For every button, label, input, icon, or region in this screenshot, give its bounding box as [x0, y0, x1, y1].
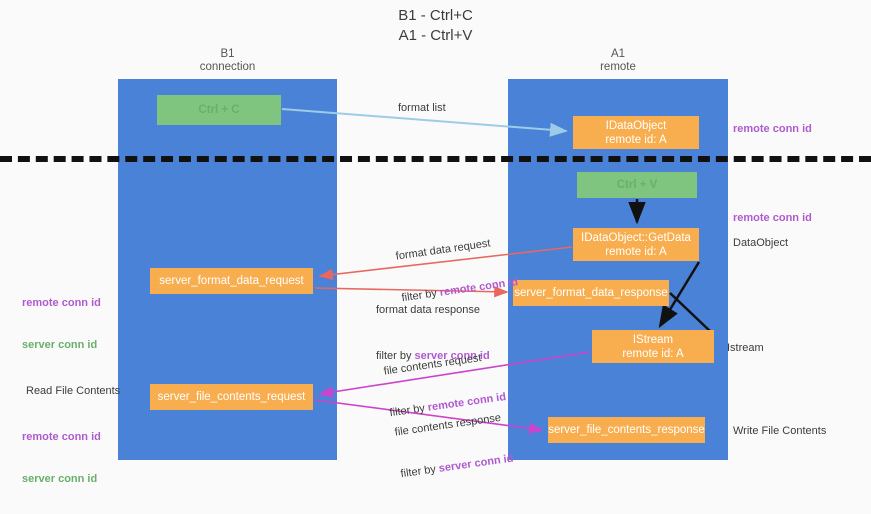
node-server-format-data-request[interactable]: server_format_data_request — [150, 268, 313, 294]
node-server-file-contents-response[interactable]: server_file_contents_response — [548, 417, 705, 443]
annotation-remote-conn-id-left-2: remote conn id — [22, 431, 101, 443]
annotation-remote-conn-id-top: remote conn id — [733, 123, 812, 135]
node-server-format-data-response[interactable]: server_format_data_response — [513, 280, 669, 306]
phase-divider — [0, 156, 871, 162]
diagram-canvas: B1 - Ctrl+C A1 - Ctrl+V B1 connection A1… — [0, 7, 871, 485]
edge-label-file-contents-response-filter: filter by server conn id — [399, 452, 515, 481]
annotation-remote-conn-id-mid: remote conn id — [733, 212, 812, 224]
annotation-istream: Istream — [727, 342, 764, 354]
annotation-server-conn-id-left-2: server conn id — [22, 473, 98, 485]
filter-key-server-conn-id: server conn id — [414, 350, 490, 362]
annotation-remote-conn-id-left-1: remote conn id — [22, 297, 101, 309]
annotation-read-file-contents: Read File Contents — [26, 385, 121, 397]
column-header-a1: A1 remote — [600, 48, 636, 73]
page-title: B1 - Ctrl+C A1 - Ctrl+V — [398, 7, 473, 44]
edge-label-file-contents-response: file contents response filter by server … — [390, 382, 518, 509]
node-ctrl-v[interactable]: Ctrl + V — [577, 172, 697, 198]
edge-label-format-data-request-text: format data request — [395, 237, 492, 263]
node-idataobject[interactable]: IDataObject remote id: A — [573, 116, 699, 149]
edge-label-file-contents-request-text: file contents request — [383, 352, 483, 378]
node-server-file-contents-request[interactable]: server_file_contents_request — [150, 384, 313, 410]
annotation-write-file-contents: Write File Contents — [733, 425, 827, 437]
edge-label-format-data-response-filter: filter by server conn id — [376, 350, 490, 362]
annotation-conn-id-pair-bottom: remote conn id server conn id — [22, 402, 101, 514]
annotation-dataobject: DataObject — [733, 237, 789, 249]
filter-key-server-conn-id: server conn id — [438, 452, 515, 475]
annotation-server-conn-id-left-1: server conn id — [22, 339, 98, 351]
node-ctrl-c[interactable]: Ctrl + C — [157, 95, 281, 125]
edge-label-format-list: format list — [398, 102, 446, 114]
node-istream[interactable]: IStream remote id: A — [592, 330, 714, 363]
column-header-b1: B1 connection — [199, 48, 256, 73]
edge-label-format-data-response: format data response filter by server co… — [376, 275, 490, 391]
node-idataobject-getdata[interactable]: IDataObject::GetData remote id: A — [573, 228, 699, 261]
edge-label-format-data-response-text: format data response — [376, 304, 480, 316]
edge-label-file-contents-response-text: file contents response — [394, 411, 502, 439]
annotation-conn-id-pair-top: remote conn id server conn id — [22, 268, 101, 380]
